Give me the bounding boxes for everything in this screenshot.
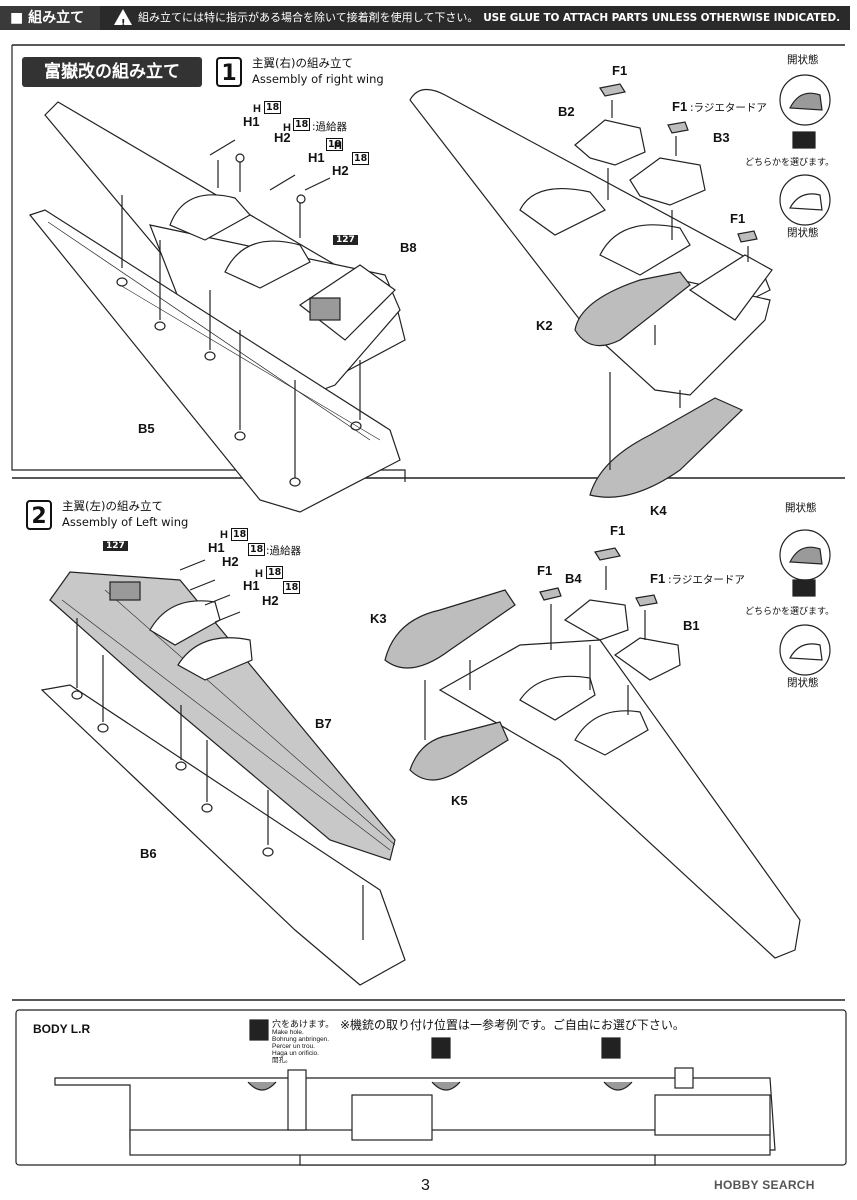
label-f1-radiator: F1: [672, 99, 688, 114]
step2-number: 2: [26, 500, 52, 530]
hole-instruction-jp: 穴をあけます。: [272, 1020, 335, 1030]
label2-h18-c: 18: [266, 566, 284, 579]
label2-f1-top: F1: [610, 523, 626, 538]
label2-h-b: H: [255, 568, 263, 580]
badge-127-step2: 127: [103, 541, 128, 551]
step2-either: どちらかを選びます。: [745, 607, 835, 617]
label2-h18-a: 18: [231, 528, 249, 541]
body-label: BODY L.R: [33, 1022, 91, 1036]
watermark: HOBBY SEARCH: [714, 1178, 815, 1192]
warning-icon: !: [114, 9, 132, 29]
step2-title-jp: 主翼(左)の組み立て: [62, 499, 163, 513]
label2-h1-b: H1: [243, 578, 260, 593]
warning-text-en: USE GLUE TO ATTACH PARTS UNLESS OTHERWIS…: [483, 12, 840, 24]
label-h2-a: H2: [274, 130, 291, 145]
label-h-b: H: [283, 122, 291, 134]
label-b1: B1: [683, 618, 700, 633]
label-k4: K4: [650, 503, 667, 518]
step1-closed-state: 閉状態: [787, 227, 819, 239]
label-f1-right: F1: [730, 211, 746, 226]
step1-open-state: 開状態: [787, 54, 819, 66]
hole-instruction-de: Bohrung anbringen.: [272, 1036, 330, 1043]
label2-radiator-door: :ラジエタードア: [668, 574, 745, 586]
step2-title-en: Assembly of Left wing: [62, 515, 189, 529]
label-h1-a: H1: [243, 114, 260, 129]
label-radiator-door: :ラジエタードア: [690, 102, 767, 114]
hole-instruction-en: Make hole.: [272, 1029, 304, 1036]
label2-f1-radiator: F1: [650, 571, 666, 586]
hole-instruction-es: Haga un orificio.: [272, 1050, 319, 1057]
label2-h1-a: H1: [208, 540, 225, 555]
label-b8: B8: [400, 240, 417, 255]
step1-number: 1: [216, 57, 242, 87]
label-f1-top: F1: [612, 63, 628, 78]
label-b7: B7: [315, 716, 332, 731]
label2-h18-d: 18: [283, 581, 301, 594]
label-h18-a: 18: [264, 101, 282, 114]
warning-text-jp: 組み立てには特に指示がある場合を除いて接着剤を使用して下さい。: [138, 11, 479, 24]
badge-127-step1: 127: [333, 235, 358, 245]
label-b6: B6: [140, 846, 157, 861]
label-h-c: H: [334, 140, 342, 152]
assembly-title: 富嶽改の組み立て: [22, 57, 202, 87]
label-k3: K3: [370, 611, 387, 626]
label-supercharger-a: :過給器: [312, 121, 348, 133]
step1-title-jp: 主翼(右)の組み立て: [252, 56, 353, 70]
page-number: 3: [421, 1177, 430, 1194]
label2-h2-b: H2: [262, 593, 279, 608]
label-h18-c2: 18: [352, 152, 370, 165]
label-k5: K5: [451, 793, 468, 808]
step2-closed-state: 閉状態: [787, 677, 819, 689]
label2-h18-b: 18: [248, 543, 266, 556]
label-h1-b: H1: [308, 150, 325, 165]
label-h18-b: 18: [293, 118, 311, 131]
label-b4: B4: [565, 571, 582, 586]
label2-h2-a: H2: [222, 554, 239, 569]
warning-band: ! 組み立てには特に指示がある場合を除いて接着剤を使用して下さい。 USE GL…: [100, 6, 850, 30]
step1-either: どちらかを選びます。: [745, 158, 835, 168]
section-title: ■ 組み立て: [0, 6, 100, 30]
label-k2: K2: [536, 318, 553, 333]
hole-instruction-cn: 開孔。: [272, 1057, 292, 1064]
label2-h-a: H: [220, 529, 228, 541]
label2-supercharger: :過給器: [266, 545, 302, 557]
step1-title-en: Assembly of right wing: [252, 72, 384, 86]
label-b2: B2: [558, 104, 575, 119]
gun-position-note: ※機銃の取り付け位置は一参考例です。ご自由にお選び下さい。: [340, 1018, 685, 1032]
label-h18-c: 18: [326, 138, 344, 151]
step2-open-state: 開状態: [785, 502, 817, 514]
label-b5: B5: [138, 421, 155, 436]
label-h-a: H: [253, 103, 261, 115]
label2-f1-left: F1: [537, 563, 553, 578]
hole-instruction-fr: Percer un trou.: [272, 1043, 315, 1050]
label-h2-b: H2: [332, 163, 349, 178]
label-b3: B3: [713, 130, 730, 145]
